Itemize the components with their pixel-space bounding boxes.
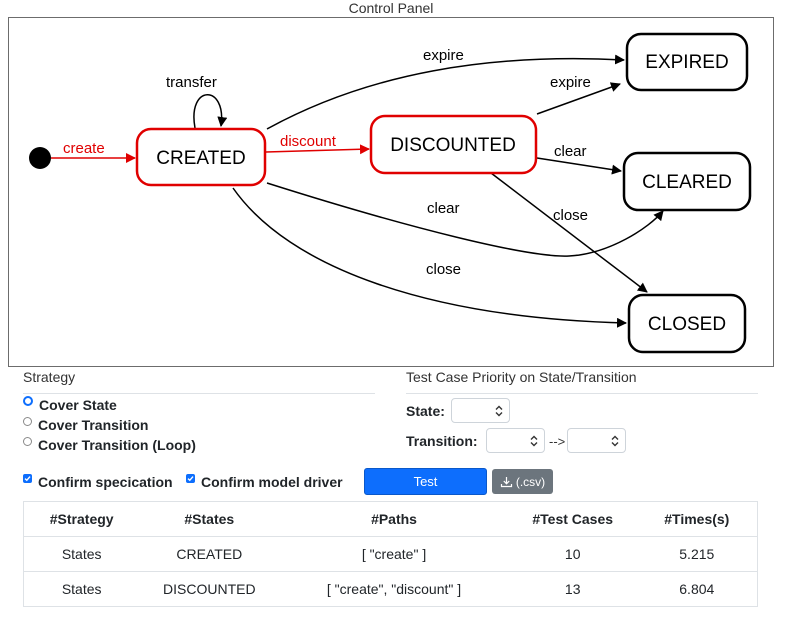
edge-clear-from-discounted [536,157,622,175]
edge-discount [265,144,370,155]
state-created-label: CREATED [156,148,245,169]
transition-from-select[interactable] [486,428,545,453]
column-header-states: #States [139,501,280,537]
checkbox-checked-icon[interactable] [23,473,32,483]
priority-divider [406,393,758,394]
cell-paths: [ "create" ] [279,536,509,572]
state-diagram-canvas: create transfer discount expire expire c… [29,32,752,354]
test-button[interactable]: Test [364,468,487,495]
cell-paths: [ "create", "discount" ] [279,571,509,607]
radio-indicator[interactable] [23,416,32,426]
strategy-title: Strategy [23,369,76,385]
edge-label-create: create [63,140,105,157]
column-header-strategy: #Strategy [23,501,140,537]
edge-clear-from-created [266,182,664,257]
checkbox-confirm-specification[interactable]: Confirm specication [23,473,173,490]
checkbox-confirm-model-driver[interactable]: Confirm model driver [186,473,343,490]
state-discounted: DISCOUNTED [369,114,538,175]
select-caret-icon [530,435,538,447]
state-expired-label: EXPIRED [645,52,728,73]
edge-label-close-discounted: close [553,207,588,224]
state-label: State: [406,403,445,419]
cell-test-cases: 10 [508,536,637,572]
radio-label: Cover Transition (Loop) [38,437,196,453]
edge-label-discount: discount [280,133,337,150]
state-cleared: CLEARED [622,151,752,212]
state-select[interactable] [451,398,510,423]
edge-expire-from-discounted [536,82,621,115]
table-row: States DISCOUNTED [ "create", "discount"… [23,571,758,607]
cell-state: DISCOUNTED [139,571,280,607]
state-expired: EXPIRED [625,32,749,92]
checkbox-checked-icon[interactable] [186,473,195,483]
edge-expire-from-created [266,54,625,130]
priority-title: Test Case Priority on State/Transition [406,369,637,385]
edge-close-from-discounted [490,172,648,293]
select-caret-icon [611,435,619,447]
radio-indicator[interactable] [23,396,33,406]
cell-strategy: States [23,536,140,572]
state-closed: CLOSED [627,293,747,354]
edge-label-close-created: close [426,261,461,278]
edge-label-clear-created: clear [427,200,460,217]
edge-close-from-created [232,187,627,328]
cell-test-cases: 13 [508,571,637,607]
transition-label: Transition: [406,433,478,449]
state-created: CREATED [135,127,267,187]
panel-title: Control Panel [348,0,434,16]
edge-label-expire-discounted: expire [550,74,591,91]
download-csv-button[interactable]: (.csv) [492,469,553,494]
column-header-paths: #Paths [279,501,509,537]
state-closed-label: CLOSED [648,314,726,335]
results-table: #Strategy #States #Paths #Test Cases #Ti… [23,501,758,607]
transition-arrow: --> [549,434,566,449]
radio-cover-transition-loop[interactable]: Cover Transition (Loop) [23,436,196,454]
radio-cover-state[interactable]: Cover State [23,396,117,414]
radio-cover-transition[interactable]: Cover Transition [23,416,148,434]
state-cleared-label: CLEARED [642,172,732,193]
download-icon [500,476,512,487]
radio-indicator[interactable] [23,436,32,446]
cell-strategy: States [23,571,140,607]
cell-times: 5.215 [636,536,758,572]
radio-label: Cover State [39,397,117,413]
edge-label-expire-created: expire [423,47,464,64]
column-header-times: #Times(s) [636,501,758,537]
select-caret-icon [495,405,503,417]
table-row: States CREATED [ "create" ] 10 5.215 [23,536,758,572]
checkbox-label: Confirm model driver [201,474,343,490]
column-header-test-cases: #Test Cases [508,501,637,537]
strategy-divider [23,393,375,394]
cell-times: 6.804 [636,571,758,607]
state-discounted-label: DISCOUNTED [390,135,516,156]
state-diagram: create transfer discount expire expire c… [8,17,774,367]
table-header-row: #Strategy #States #Paths #Test Cases #Ti… [23,501,758,537]
cell-state: CREATED [139,536,280,572]
transition-to-select[interactable] [567,428,626,453]
checkbox-label: Confirm specication [38,474,173,490]
initial-state-dot [29,147,51,169]
download-csv-label: (.csv) [515,474,546,489]
edge-label-transfer: transfer [166,74,217,91]
edge-label-clear-discounted: clear [554,143,587,160]
radio-label: Cover Transition [38,417,149,433]
edge-transfer [193,94,228,129]
